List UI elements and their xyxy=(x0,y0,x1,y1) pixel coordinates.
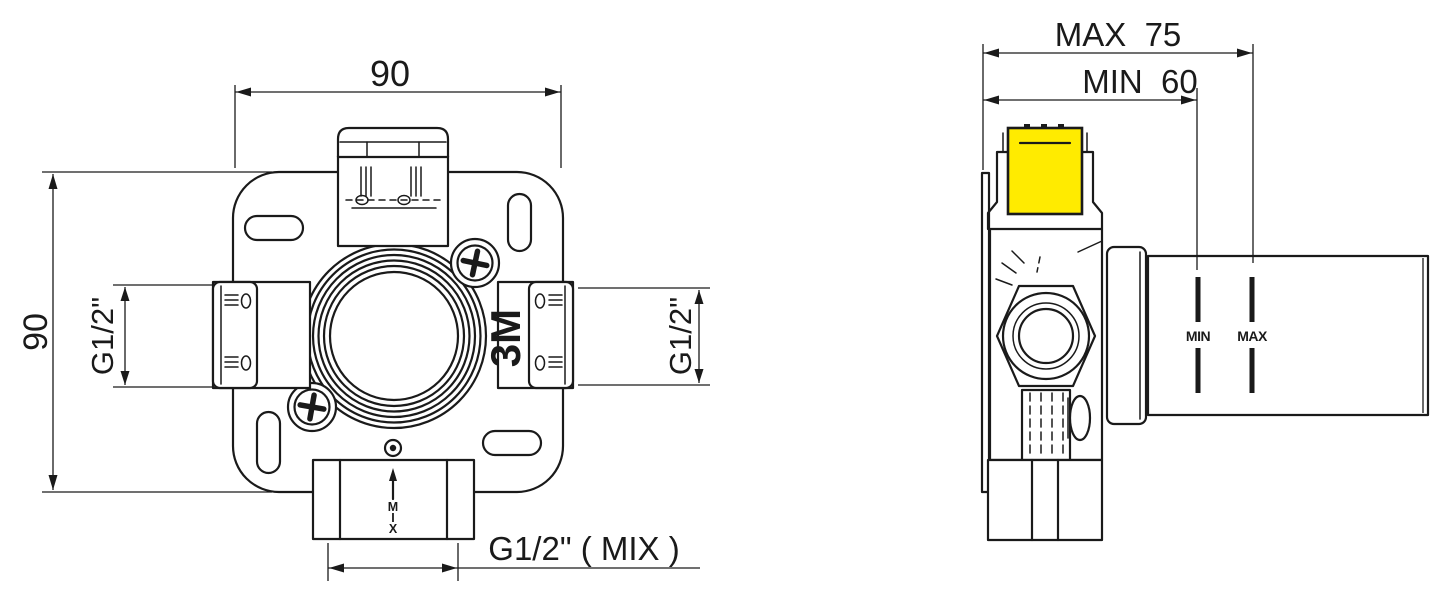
port-right-label: G1/2" xyxy=(663,297,698,375)
plate-slot-bottom-right xyxy=(481,429,543,457)
dim-port-right: G1/2" xyxy=(578,287,710,386)
mix-flow-arrowhead-icon xyxy=(389,468,397,481)
top-port-body xyxy=(336,154,450,248)
arrowhead-icon xyxy=(442,563,457,573)
side-top-port-collar xyxy=(986,132,1104,231)
dim-height-90: 90 xyxy=(17,171,272,493)
wall-min-marker: MIN xyxy=(1186,277,1211,393)
left-port xyxy=(211,280,312,390)
protection-cap-highlight xyxy=(1006,124,1084,216)
port-left-label: G1/2" xyxy=(85,297,120,375)
side-hex-port xyxy=(995,284,1097,388)
side-drain-fitting xyxy=(1067,394,1092,442)
boss-ring xyxy=(311,253,477,419)
wall-max-label: MAX xyxy=(1237,328,1268,344)
side-bottom-port xyxy=(986,458,1104,542)
arrowhead-icon xyxy=(694,369,704,383)
body-marking-3m: 3M xyxy=(482,309,529,367)
plate-slot-bottom-left xyxy=(255,410,282,475)
center-boss-rings xyxy=(300,242,488,430)
arrowhead-icon xyxy=(1237,48,1252,58)
center-hole xyxy=(383,438,403,458)
dim-min-label: MIN 60 xyxy=(1082,63,1198,100)
thread-hatch-marks xyxy=(360,166,422,197)
yellow-cap xyxy=(1006,126,1084,216)
phillips-cross-icon xyxy=(297,392,327,422)
boss-ring xyxy=(322,264,466,408)
right-port xyxy=(496,280,575,390)
dim-outlet-mix: G1/2" ( MIX ) xyxy=(327,530,700,581)
mix-letter: I xyxy=(391,511,394,525)
wall-break-lines xyxy=(995,250,1041,286)
arrowhead-icon xyxy=(1181,95,1196,105)
phillips-cross-icon xyxy=(460,248,490,278)
arrowhead-icon xyxy=(984,48,999,58)
dim-min-60: MIN 60 xyxy=(983,63,1198,270)
side-threaded-column xyxy=(1020,388,1072,462)
wall-min-label: MIN xyxy=(1186,328,1211,344)
arrowhead-icon xyxy=(545,87,560,97)
wall-depth-box xyxy=(1146,254,1430,417)
bottom-port: M I X xyxy=(311,458,476,541)
dim-port-left: G1/2" xyxy=(85,284,212,388)
front-view: M I X 3M 90 90 xyxy=(17,53,710,581)
thread-hatch-marks xyxy=(224,294,239,368)
arrowhead-icon xyxy=(236,87,251,97)
thread-hatch-marks xyxy=(548,294,563,368)
screw-bottom-left xyxy=(286,381,338,433)
arrowhead-icon xyxy=(329,563,344,573)
dim-width-label: 90 xyxy=(370,53,410,94)
hex-nut-profile xyxy=(995,284,1097,388)
mix-letter: X xyxy=(389,522,398,536)
dim-max-label: MAX 75 xyxy=(1055,16,1182,53)
dim-width-90: 90 xyxy=(234,53,562,168)
boss-ring xyxy=(317,259,471,413)
mix-letter: M xyxy=(388,500,398,514)
port-bottom-label: G1/2" ( MIX ) xyxy=(488,530,679,567)
arrowhead-icon xyxy=(48,174,58,189)
dim-max-75: MAX 75 xyxy=(982,16,1254,263)
screw-top-right xyxy=(449,237,501,289)
side-view: MIN MAX MAX 75 xyxy=(980,16,1430,542)
boss-face xyxy=(328,270,460,402)
arrowhead-icon xyxy=(48,475,58,490)
arrowhead-icon xyxy=(694,290,704,304)
plate-slot-top-left xyxy=(243,214,305,242)
top-port xyxy=(336,126,450,248)
plate-slot-top-right xyxy=(506,192,533,253)
dim-height-label: 90 xyxy=(17,313,55,351)
arrowhead-icon xyxy=(120,287,130,301)
arrowhead-icon xyxy=(984,95,999,105)
cartridge-housing xyxy=(1105,245,1148,426)
wall-max-marker: MAX xyxy=(1237,277,1268,393)
arrowhead-icon xyxy=(120,371,130,385)
